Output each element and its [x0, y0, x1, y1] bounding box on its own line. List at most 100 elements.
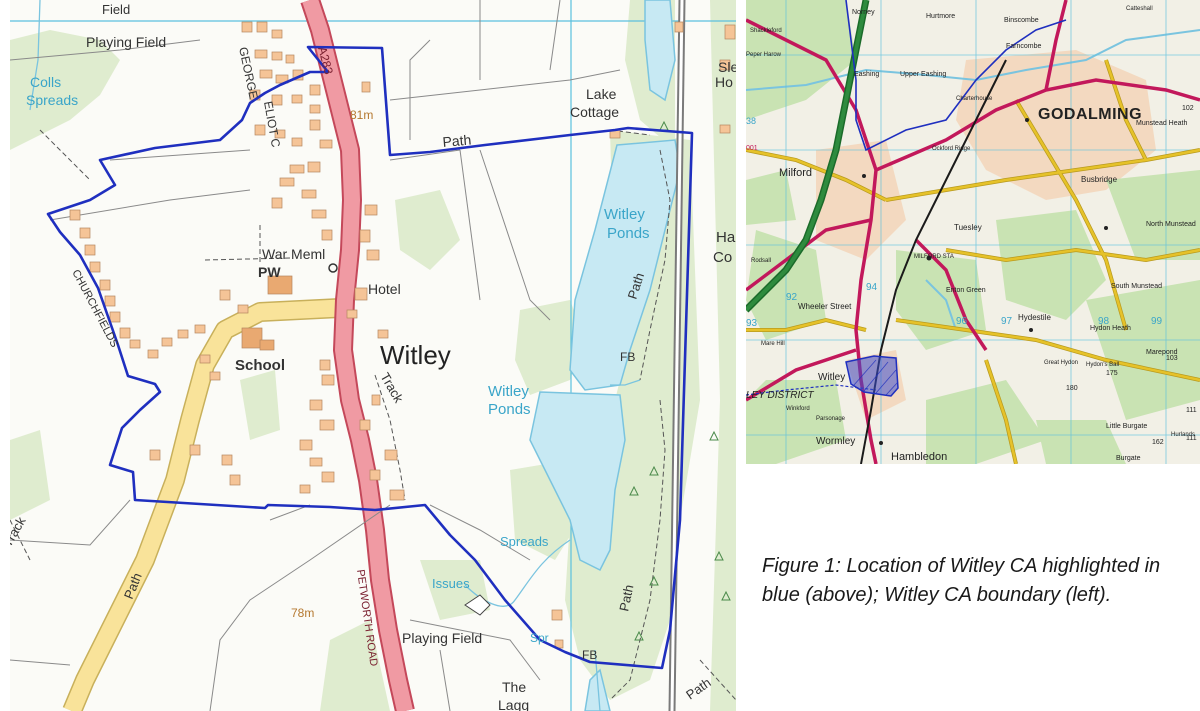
- inset-label-godalming: GODALMING: [1038, 106, 1142, 123]
- inset-label-grid-92: 92: [786, 292, 798, 303]
- label-lake: Lake: [586, 86, 617, 102]
- inset-label-little-burgate: Little Burgate: [1106, 423, 1147, 430]
- label-war-meml: War Meml: [262, 246, 325, 262]
- label-spr: Spr: [530, 631, 549, 645]
- inset-label-marepond: Marepond: [1146, 349, 1178, 356]
- label-hotel: Hotel: [368, 281, 401, 297]
- label-fb-bottom: FB: [582, 648, 597, 662]
- label-the: The: [502, 679, 526, 695]
- inset-label-milford: Milford: [779, 167, 812, 179]
- inset-label-grid-102: 102: [1182, 105, 1194, 112]
- inset-label-hambledon: Hambledon: [891, 451, 947, 463]
- label-playing-field-top: Playing Field: [86, 34, 166, 50]
- inset-label-enton-green: Enton Green: [946, 287, 986, 294]
- war-memorial-icon: [328, 263, 338, 273]
- inset-label-charterhouse: Charterhouse: [956, 96, 993, 102]
- inset-label-norney: Norney: [852, 9, 875, 16]
- inset-label-farncombe: Farncombe: [1006, 43, 1042, 50]
- inset-labels: GODALMING Milford Witley Hambledon Worml…: [746, 6, 1197, 463]
- label-path-lower-right: Path: [616, 583, 636, 612]
- inset-place-markers: [862, 118, 1108, 445]
- label-colls: Colls: [30, 74, 61, 90]
- inset-label-shackleford: Shackleford: [750, 28, 782, 34]
- inset-label-catteshall: Catteshall: [1126, 6, 1153, 12]
- label-cottage: Cottage: [570, 104, 619, 120]
- inset-label-grid-111: 111: [1186, 407, 1197, 414]
- label-spreads-bottom: Spreads: [500, 534, 549, 549]
- label-sle: Sle: [718, 59, 736, 75]
- inset-label-mare-hill: Mare Hill: [761, 341, 785, 347]
- label-witley-ponds-mid-1: Witley: [488, 383, 529, 400]
- inset-label-wormley: Wormley: [816, 436, 855, 447]
- main-map: Field Playing Field Colls Spreads GEORGE…: [10, 0, 736, 711]
- inset-label-munstead-heath: Munstead Heath: [1136, 120, 1187, 127]
- inset-label-hydon-heath: Hydon Heath: [1090, 325, 1131, 332]
- label-ha: Ha: [716, 229, 736, 246]
- inset-label-grid-180: 180: [1066, 385, 1078, 392]
- inset-label-grid-38: 38: [746, 116, 756, 126]
- inset-label-south-munstead: South Munstead: [1111, 283, 1162, 290]
- inset-label-district: LEY DISTRICT: [746, 390, 814, 401]
- inset-label-parsonage: Parsonage: [816, 416, 846, 422]
- inset-label-grid-175: 175: [1106, 370, 1118, 377]
- inset-label-peper-harow: Peper Harow: [746, 52, 782, 58]
- witley-ponds-water: [529, 0, 681, 711]
- tracks: [10, 129, 736, 701]
- label-co: Co: [713, 249, 732, 266]
- inset-label-binscombe: Binscombe: [1004, 17, 1039, 24]
- inset-woodland: [746, 0, 1200, 464]
- label-height-81: 81m: [350, 108, 373, 122]
- inset-label-grid-001: 001: [746, 145, 758, 152]
- label-field-top: Field: [102, 2, 130, 17]
- inset-label-grid-99: 99: [1151, 316, 1163, 327]
- label-witley-ponds-top-2: Ponds: [607, 225, 650, 242]
- inset-label-grid-98: 98: [1098, 316, 1110, 327]
- inset-label-burgate: Burgate: [1116, 455, 1141, 462]
- inset-label-grid-94: 94: [866, 282, 878, 293]
- label-witley-ponds-top-1: Witley: [604, 206, 645, 223]
- figure-caption: Figure 1: Location of Witley CA highligh…: [762, 555, 1161, 606]
- buildings: [69, 21, 736, 649]
- label-path-top: Path: [442, 132, 472, 150]
- label-ho: Ho: [715, 74, 733, 90]
- streams: [29, 0, 641, 711]
- inset-label-grid-162: 162: [1152, 439, 1164, 446]
- issues-marker-icon: [464, 594, 491, 616]
- inset-borough-boundary: [845, 0, 1067, 152]
- label-school: School: [235, 357, 285, 374]
- label-witley-ponds-mid-2: Ponds: [488, 401, 531, 418]
- inset-label-hurlands: Hurlands: [1171, 432, 1195, 438]
- label-spreads-left: Spreads: [26, 92, 78, 108]
- label-fb-top: FB: [620, 350, 635, 364]
- label-village-witley: Witley: [380, 340, 451, 370]
- inset-label-eashing: Eashing: [854, 71, 879, 78]
- inset-label-grid-103: 103: [1166, 355, 1178, 362]
- inset-location-map: GODALMING Milford Witley Hambledon Worml…: [746, 0, 1200, 464]
- label-lagg: Lagg: [498, 697, 529, 711]
- inset-label-north-munstead: North Munstead: [1146, 221, 1196, 228]
- inset-railway: [860, 59, 1007, 464]
- inset-label-rodsall: Rodsall: [751, 258, 771, 264]
- inset-label-grid-111b: 111: [1186, 435, 1197, 442]
- inset-label-grid-97: 97: [1001, 316, 1013, 327]
- label-height-78: 78m: [291, 606, 314, 620]
- field-boundaries: [10, 0, 621, 711]
- inset-label-hydons-ball: Hydon's Ball: [1086, 362, 1119, 368]
- label-pw: PW: [258, 264, 281, 280]
- inset-label-grid-96: 96: [956, 316, 968, 327]
- conservation-area-boundary: [46, 45, 694, 670]
- inset-label-tuesley: Tuesley: [954, 223, 982, 232]
- inset-label-wheeler-street: Wheeler Street: [798, 302, 852, 311]
- inset-label-milford-sta: MILFORD STA: [914, 254, 954, 260]
- inset-label-hurtmore: Hurtmore: [926, 13, 955, 20]
- inset-label-witley: Witley: [818, 372, 845, 383]
- label-playing-field-bottom: Playing Field: [402, 630, 482, 646]
- inset-label-ockford-ridge: Ockford Ridge: [932, 146, 971, 152]
- inset-label-grid-93: 93: [746, 318, 758, 329]
- inset-label-upper-eashing: Upper Eashing: [900, 71, 946, 78]
- inset-label-hydestile: Hydestile: [1018, 313, 1051, 322]
- inset-label-busbridge: Busbridge: [1081, 175, 1118, 184]
- inset-label-winkford: Winkford: [786, 406, 810, 412]
- label-issues: Issues: [432, 576, 470, 591]
- inset-label-great-hydon: Great Hydon: [1044, 360, 1078, 366]
